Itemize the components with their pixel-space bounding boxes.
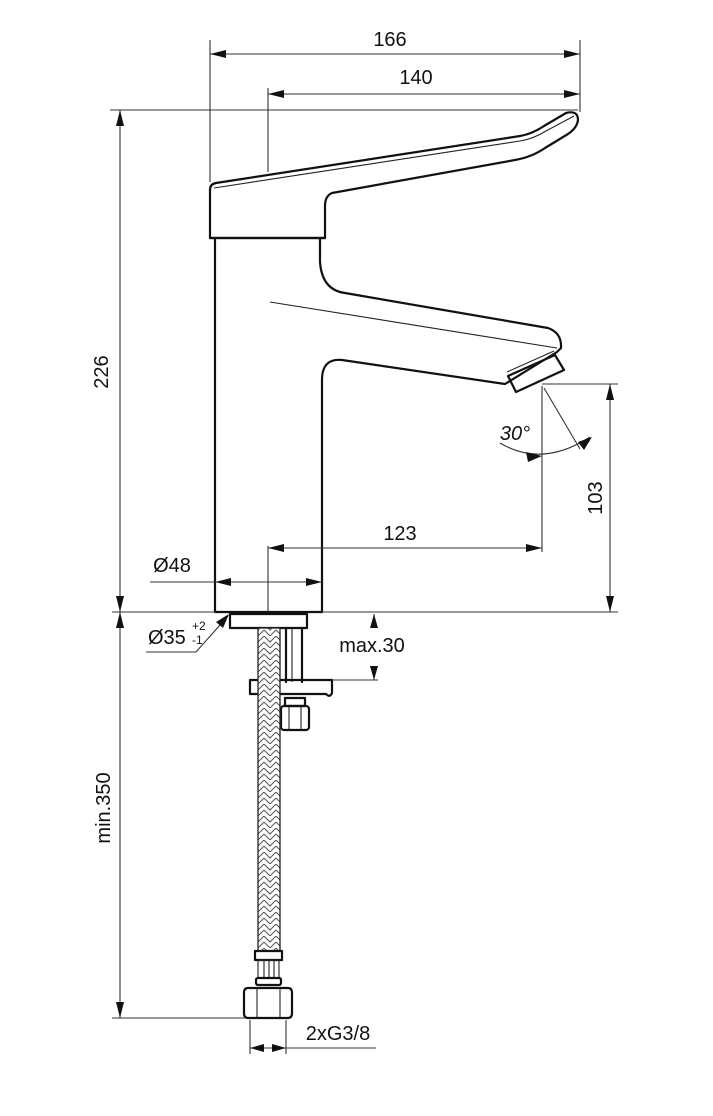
hose-ferrule bbox=[253, 949, 284, 962]
base-gasket bbox=[228, 612, 309, 630]
dim-35-label: Ø35 bbox=[148, 627, 186, 649]
dim-body-diameter: Ø48 bbox=[150, 555, 322, 586]
dim-overall-width: 166 bbox=[209, 29, 581, 182]
dim-hole-diameter: Ø35 +2 -1 bbox=[146, 614, 229, 653]
hose-braided bbox=[257, 627, 281, 952]
dim-226-label: 226 bbox=[91, 355, 113, 388]
dim-140-label: 140 bbox=[399, 67, 432, 89]
hose-nut bbox=[242, 986, 294, 1020]
dim-166-label: 166 bbox=[373, 29, 406, 51]
mounting-assembly bbox=[228, 612, 334, 732]
dim-overall-height: 226 bbox=[91, 109, 578, 612]
dim-max30-label: max.30 bbox=[339, 635, 405, 657]
dim-g38-label: 2xG3/8 bbox=[306, 1023, 370, 1045]
spout-outline bbox=[318, 236, 563, 614]
lever-handle bbox=[208, 111, 580, 240]
faucet-body bbox=[208, 111, 580, 614]
dim-spout-projection: 123 bbox=[267, 386, 543, 612]
aerator bbox=[506, 353, 566, 394]
dim-48-label: Ø48 bbox=[153, 555, 191, 577]
supply-hose bbox=[242, 627, 294, 1020]
dim-connection: 2xG3/8 bbox=[249, 1020, 376, 1054]
dim-35-tol-plus: +2 bbox=[192, 619, 206, 633]
dim-min350-label: min.350 bbox=[93, 772, 115, 843]
dim-spout-angle: 30° bbox=[499, 387, 592, 462]
dim-123-label: 123 bbox=[383, 523, 416, 545]
fixing-plate bbox=[248, 678, 334, 697]
dim-max-deck-thickness: max.30 bbox=[332, 614, 405, 681]
dim-35-tol-minus: -1 bbox=[192, 633, 203, 647]
dim-30deg-label: 30° bbox=[500, 423, 530, 445]
lever-highlight bbox=[213, 115, 575, 189]
fixing-nut bbox=[279, 704, 311, 732]
dim-min-hose-length: min.350 bbox=[93, 612, 246, 1019]
dim-103-label: 103 bbox=[585, 481, 607, 514]
dim-spout-height: 103 bbox=[542, 383, 618, 612]
dim-lever-length: 140 bbox=[267, 67, 580, 172]
spout-centerline bbox=[269, 301, 558, 349]
